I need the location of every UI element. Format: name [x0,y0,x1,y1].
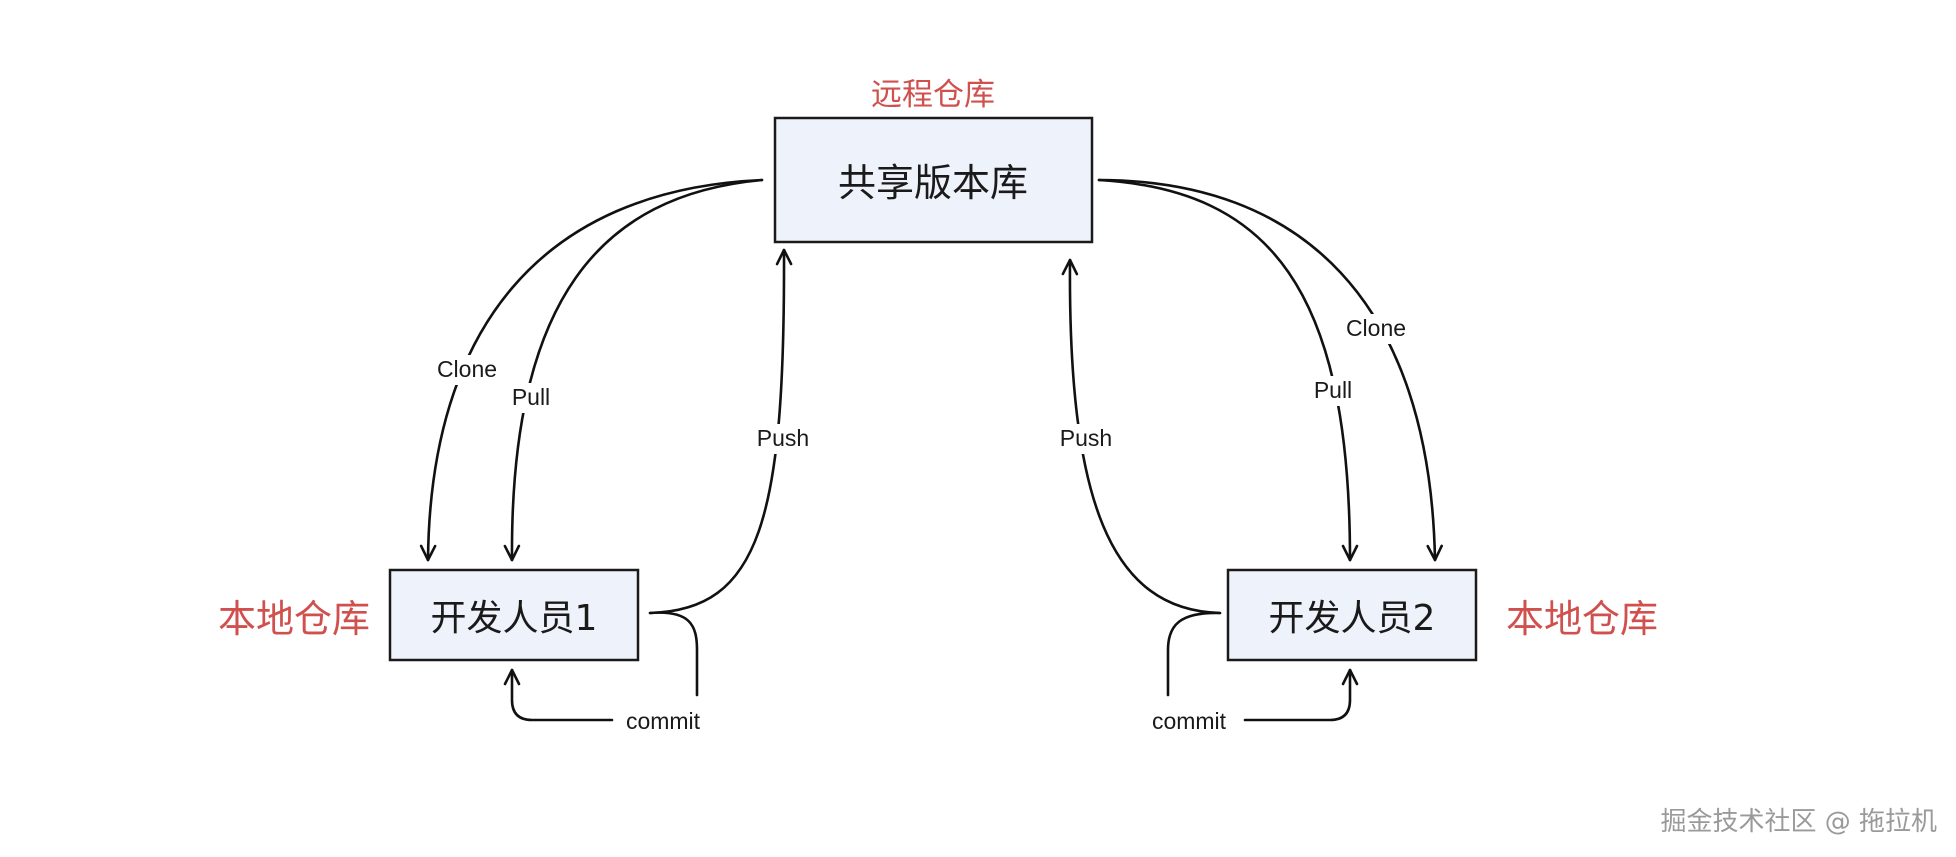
dev1-clone-arrow [419,178,764,562]
dev2-commit-label: commit [1152,708,1227,734]
dev2-clone-arrow [1097,178,1444,562]
dev1-commit-arrow [512,611,699,722]
dev2-push-arrow [1061,258,1222,615]
dev2-repo-tag: 本地仓库 [1506,597,1658,641]
dev2-box [1226,568,1478,662]
dev1-pull-label: Pull [512,384,550,410]
dev2-push-label: Push [1060,425,1112,451]
dev2-clone-label: Clone [1346,315,1406,341]
dev1-repo-tag: 本地仓库 [218,597,370,641]
watermark-text: 掘金技术社区 @ 拖拉机 [1660,807,1937,837]
dev1-box [388,568,640,662]
dev2-pull-arrow [1097,178,1359,562]
dev1-push-arrow [648,248,793,615]
dev1-commit-label: commit [626,708,701,734]
dev2-commit-arrow [1166,611,1350,722]
dev2-pull-label: Pull [1314,377,1352,403]
dev1-push-label: Push [757,425,809,451]
dev1-pull-arrow [503,178,764,562]
dev1-label: 开发人员1 [431,598,598,639]
remote-repo-label: 共享版本库 [838,161,1028,205]
dev1-clone-label: Clone [437,356,497,382]
remote-repo-box [773,116,1094,244]
remote-repo-tag: 远程仓库 [871,77,995,113]
dev2-label: 开发人员2 [1269,598,1436,639]
